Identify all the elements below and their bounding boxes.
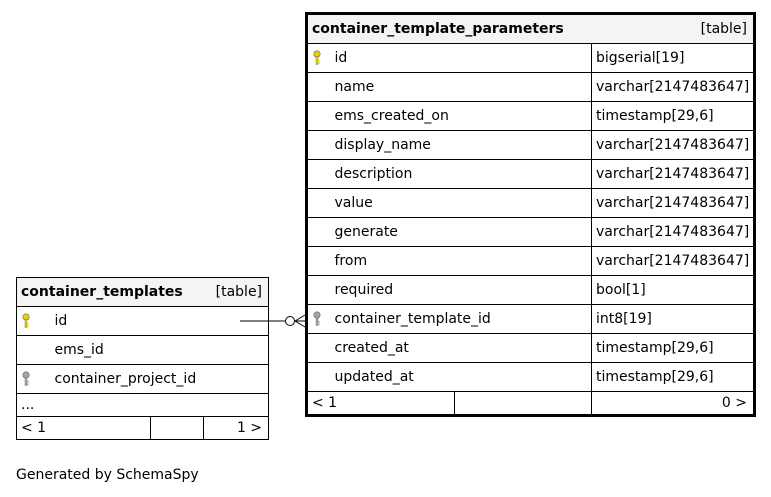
key-cell	[306, 101, 331, 131]
key-cell	[306, 72, 331, 102]
column-type: timestamp[29,6]	[590, 333, 756, 363]
table-name: container_templates	[21, 284, 183, 300]
column-name: container_template_id	[330, 304, 592, 334]
column-name: display_name	[330, 130, 592, 160]
column-name: id	[50, 306, 270, 336]
column-type: varchar[2147483647]	[590, 130, 756, 160]
column-type: bigserial[19]	[590, 43, 756, 73]
table-row: ems_id	[16, 335, 270, 365]
column-type: varchar[2147483647]	[590, 188, 756, 218]
primary-key-icon	[22, 313, 30, 328]
key-cell	[16, 364, 51, 394]
primary-key-icon	[313, 50, 321, 65]
column-type: int8[19]	[590, 304, 756, 334]
column-type: timestamp[29,6]	[590, 362, 756, 392]
nav-prev: < 1	[306, 391, 455, 416]
column-name: updated_at	[330, 362, 592, 392]
key-cell	[306, 43, 331, 73]
table-row: container_project_id	[16, 364, 270, 394]
table-row: id	[16, 306, 270, 336]
key-cell	[16, 335, 51, 365]
key-cell	[306, 246, 331, 276]
column-name: created_at	[330, 333, 592, 363]
key-cell	[306, 333, 331, 363]
key-cell	[306, 188, 331, 218]
column-name: value	[330, 188, 592, 218]
nav-next: 0 >	[590, 391, 756, 416]
key-cell	[306, 217, 331, 247]
key-cell	[306, 275, 331, 305]
column-type: bool[1]	[590, 275, 756, 305]
zero-optional-marker	[285, 316, 295, 326]
column-name: container_project_id	[50, 364, 270, 394]
more-columns: ...	[15, 393, 270, 417]
table-name: container_template_parameters	[312, 21, 564, 37]
foreign-key-icon	[22, 371, 30, 386]
column-type: varchar[2147483647]	[590, 159, 756, 189]
column-name: ems_id	[50, 335, 270, 365]
column-type: varchar[2147483647]	[590, 217, 756, 247]
column-name: description	[330, 159, 592, 189]
column-name: ems_created_on	[330, 101, 592, 131]
table-type: [table]	[700, 21, 748, 37]
column-name: from	[330, 246, 592, 276]
column-name: name	[330, 72, 592, 102]
key-cell	[306, 362, 331, 392]
nav-spacer	[454, 391, 592, 416]
foreign-key-icon	[313, 311, 321, 326]
key-cell	[306, 159, 331, 189]
nav-prev: < 1	[16, 416, 151, 440]
column-name: required	[330, 275, 592, 305]
nav-next: 1 >	[202, 416, 270, 440]
key-cell	[306, 130, 331, 160]
column-name: id	[330, 43, 592, 73]
key-cell	[16, 306, 51, 336]
column-type: timestamp[29,6]	[590, 101, 756, 131]
key-cell	[306, 304, 331, 334]
table-header: container_templates [table]	[15, 277, 270, 307]
crowfoot-marker	[294, 314, 306, 322]
table-type: [table]	[215, 284, 263, 300]
column-name: generate	[330, 217, 592, 247]
footer-text: Generated by SchemaSpy	[16, 467, 199, 483]
column-type: varchar[2147483647]	[590, 246, 756, 276]
table-header: container_template_parameters [table]	[305, 13, 756, 44]
container-template-parameters-table: container_template_parameters [table] id…	[305, 12, 757, 417]
column-type: varchar[2147483647]	[590, 72, 756, 102]
nav-spacer	[150, 416, 204, 440]
